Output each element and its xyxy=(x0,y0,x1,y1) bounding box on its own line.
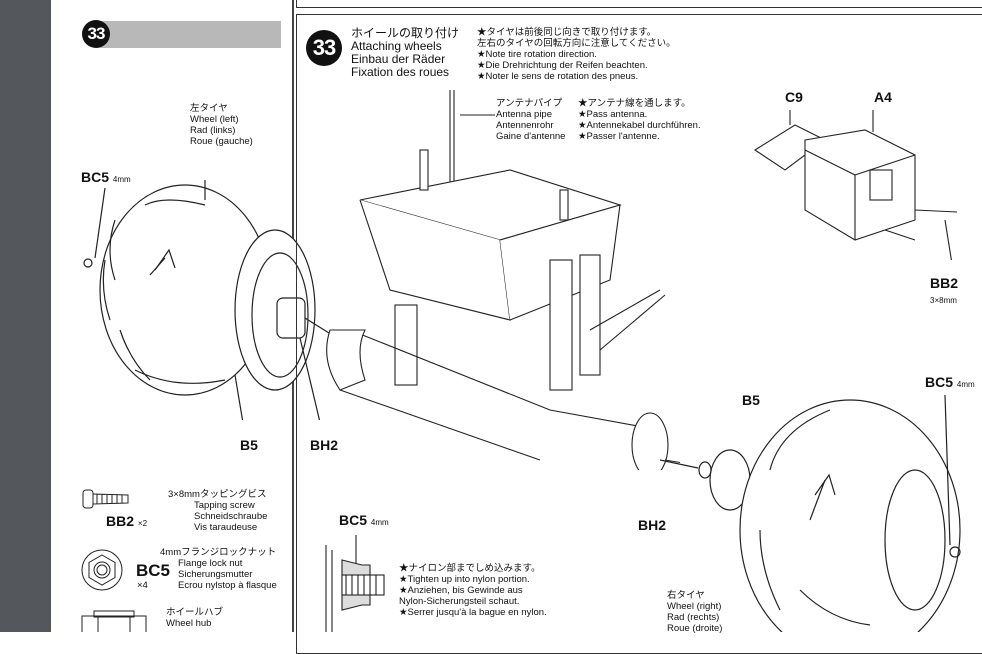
text: Roue (droite) xyxy=(667,623,723,634)
text: Gaine d'antenne xyxy=(496,131,566,142)
text: Flange lock nut xyxy=(178,558,243,569)
text: Rad (links) xyxy=(190,125,236,136)
step-header-bar xyxy=(95,21,281,48)
part-bc5-qty: ×4 xyxy=(137,580,148,591)
text: BC5 xyxy=(339,512,368,528)
text: ×2 xyxy=(137,519,148,528)
wheel-left-label: 左タイヤ Wheel (left) Rad (links) Roue (gauc… xyxy=(190,103,253,147)
step-number-badge: 33 xyxy=(82,20,110,48)
text: BB2 xyxy=(106,513,135,529)
text: 4mm xyxy=(956,380,975,389)
text: Attaching wheels xyxy=(351,39,442,53)
text: BB2 xyxy=(930,275,959,291)
text: Tapping screw xyxy=(194,500,255,511)
text: Wheel hub xyxy=(166,618,212,629)
text: Vis taraudeuse xyxy=(194,522,258,533)
text: Antenna pipe xyxy=(496,109,552,120)
part-label-b5: B5 xyxy=(240,437,258,453)
text: 左タイヤ xyxy=(190,103,228,114)
text: Wheel (right) xyxy=(667,601,722,612)
viewer-sidebar xyxy=(0,0,51,632)
text: ★Tighten up into nylon portion. xyxy=(399,574,530,585)
text: 3×8mmタッピングビス xyxy=(168,489,267,500)
step-title: ホイールの取り付け Attaching wheels Einbau der Rä… xyxy=(351,27,459,79)
part-hub-desc: ホイールハブ Wheel hub xyxy=(166,607,223,629)
text: ★Passer l'antenne. xyxy=(578,131,660,142)
text: 左右のタイヤの回転方向に注意してください。 xyxy=(477,38,676,49)
part-label-bh2-right: BH2 xyxy=(638,517,667,533)
text: 4mmフランジロックナット xyxy=(160,547,277,558)
detail-label-bc5: BC5 4mm xyxy=(339,513,389,530)
part-label-bc5: BC5 4mm xyxy=(81,170,131,187)
text: Sicherungsmutter xyxy=(178,569,253,580)
text: アンテナパイプ xyxy=(496,98,563,109)
detail-notes: ★ナイロン部までしめ込みます。 ★Tighten up into nylon p… xyxy=(399,563,547,618)
text: ★Antennekabel durchführen. xyxy=(578,120,701,131)
text: 3×8mm xyxy=(930,296,957,305)
step-notes: ★タイヤは前後同じ向きで取り付けます。 左右のタイヤの回転方向に注意してください… xyxy=(477,27,676,82)
text: ホイールの取り付け xyxy=(351,26,460,40)
part-label-bh2: BH2 xyxy=(310,437,339,453)
text: 右タイヤ xyxy=(667,590,705,601)
text: ★Die Drehrichtung der Reifen beachten. xyxy=(477,60,648,71)
text: Antennenrohr xyxy=(496,120,554,131)
part-bb2: BB2 ×2 xyxy=(106,514,147,531)
text: ★Pass antenna. xyxy=(578,109,648,120)
left-wheel-drawing xyxy=(83,180,338,420)
text: ★Noter le sens de rotation des pneus. xyxy=(477,71,639,82)
flange-nut-icon xyxy=(81,549,123,591)
text: Nylon-Sicherungsteil schaut. xyxy=(399,596,520,607)
wheel-hub-icon xyxy=(81,610,147,632)
top-frame xyxy=(296,0,982,8)
text: ★ナイロン部までしめ込みます。 xyxy=(399,563,541,574)
part-label-c9: C9 xyxy=(785,89,803,105)
part-label-bb2: BB2 3×8mm xyxy=(930,276,958,308)
text: ★アンテナ線を通します。 xyxy=(578,98,691,109)
text: Fixation des roues xyxy=(351,65,450,79)
part-label-b5-right: B5 xyxy=(742,392,760,408)
step-number-badge-right: 33 xyxy=(306,30,342,66)
part-label-a4: A4 xyxy=(874,89,892,105)
text: Ecrou nylstop à flasque xyxy=(178,580,277,591)
part-bc5: BC5 xyxy=(136,561,171,580)
text: ★タイヤは前後同じ向きで取り付けます。 xyxy=(477,27,657,38)
text: ホイールハブ xyxy=(166,607,224,618)
text: Schneidschraube xyxy=(194,511,268,522)
tapping-screw-icon xyxy=(82,489,129,509)
wheel-right-label: 右タイヤ Wheel (right) Rad (rechts) Roue (dr… xyxy=(667,590,722,634)
right-wheel-drawing xyxy=(660,394,961,632)
antenna-label: アンテナパイプ Antenna pipe Antennenrohr Gaine … xyxy=(496,98,565,142)
text: ★Serrer jusqu'à la bague en nylon. xyxy=(399,607,547,618)
text: ★Anziehen, bis Gewinde aus xyxy=(399,585,523,596)
part-label-bc5-right: BC5 4mm xyxy=(925,375,975,392)
text: 4mm xyxy=(370,518,389,527)
body-mount-drawing xyxy=(753,110,958,260)
text: Rad (rechts) xyxy=(667,612,720,623)
text: Einbau der Räder xyxy=(351,52,446,66)
text: ★Note tire rotation direction. xyxy=(477,49,597,60)
antenna-notes: ★アンテナ線を通します。 ★Pass antenna. ★Antennekabe… xyxy=(578,98,701,142)
text: Roue (gauche) xyxy=(190,136,253,147)
text: BC5 xyxy=(81,169,110,185)
chassis-drawing xyxy=(326,90,680,470)
text: Wheel (left) xyxy=(190,114,239,125)
nut-detail-drawing xyxy=(325,535,385,632)
text: 4mm xyxy=(112,175,131,184)
part-bc5-desc: 4mmフランジロックナット Flange lock nut Sicherungs… xyxy=(160,547,277,591)
text: BC5 xyxy=(925,374,954,390)
part-bb2-desc: 3×8mmタッピングビス Tapping screw Schneidschrau… xyxy=(168,489,267,533)
